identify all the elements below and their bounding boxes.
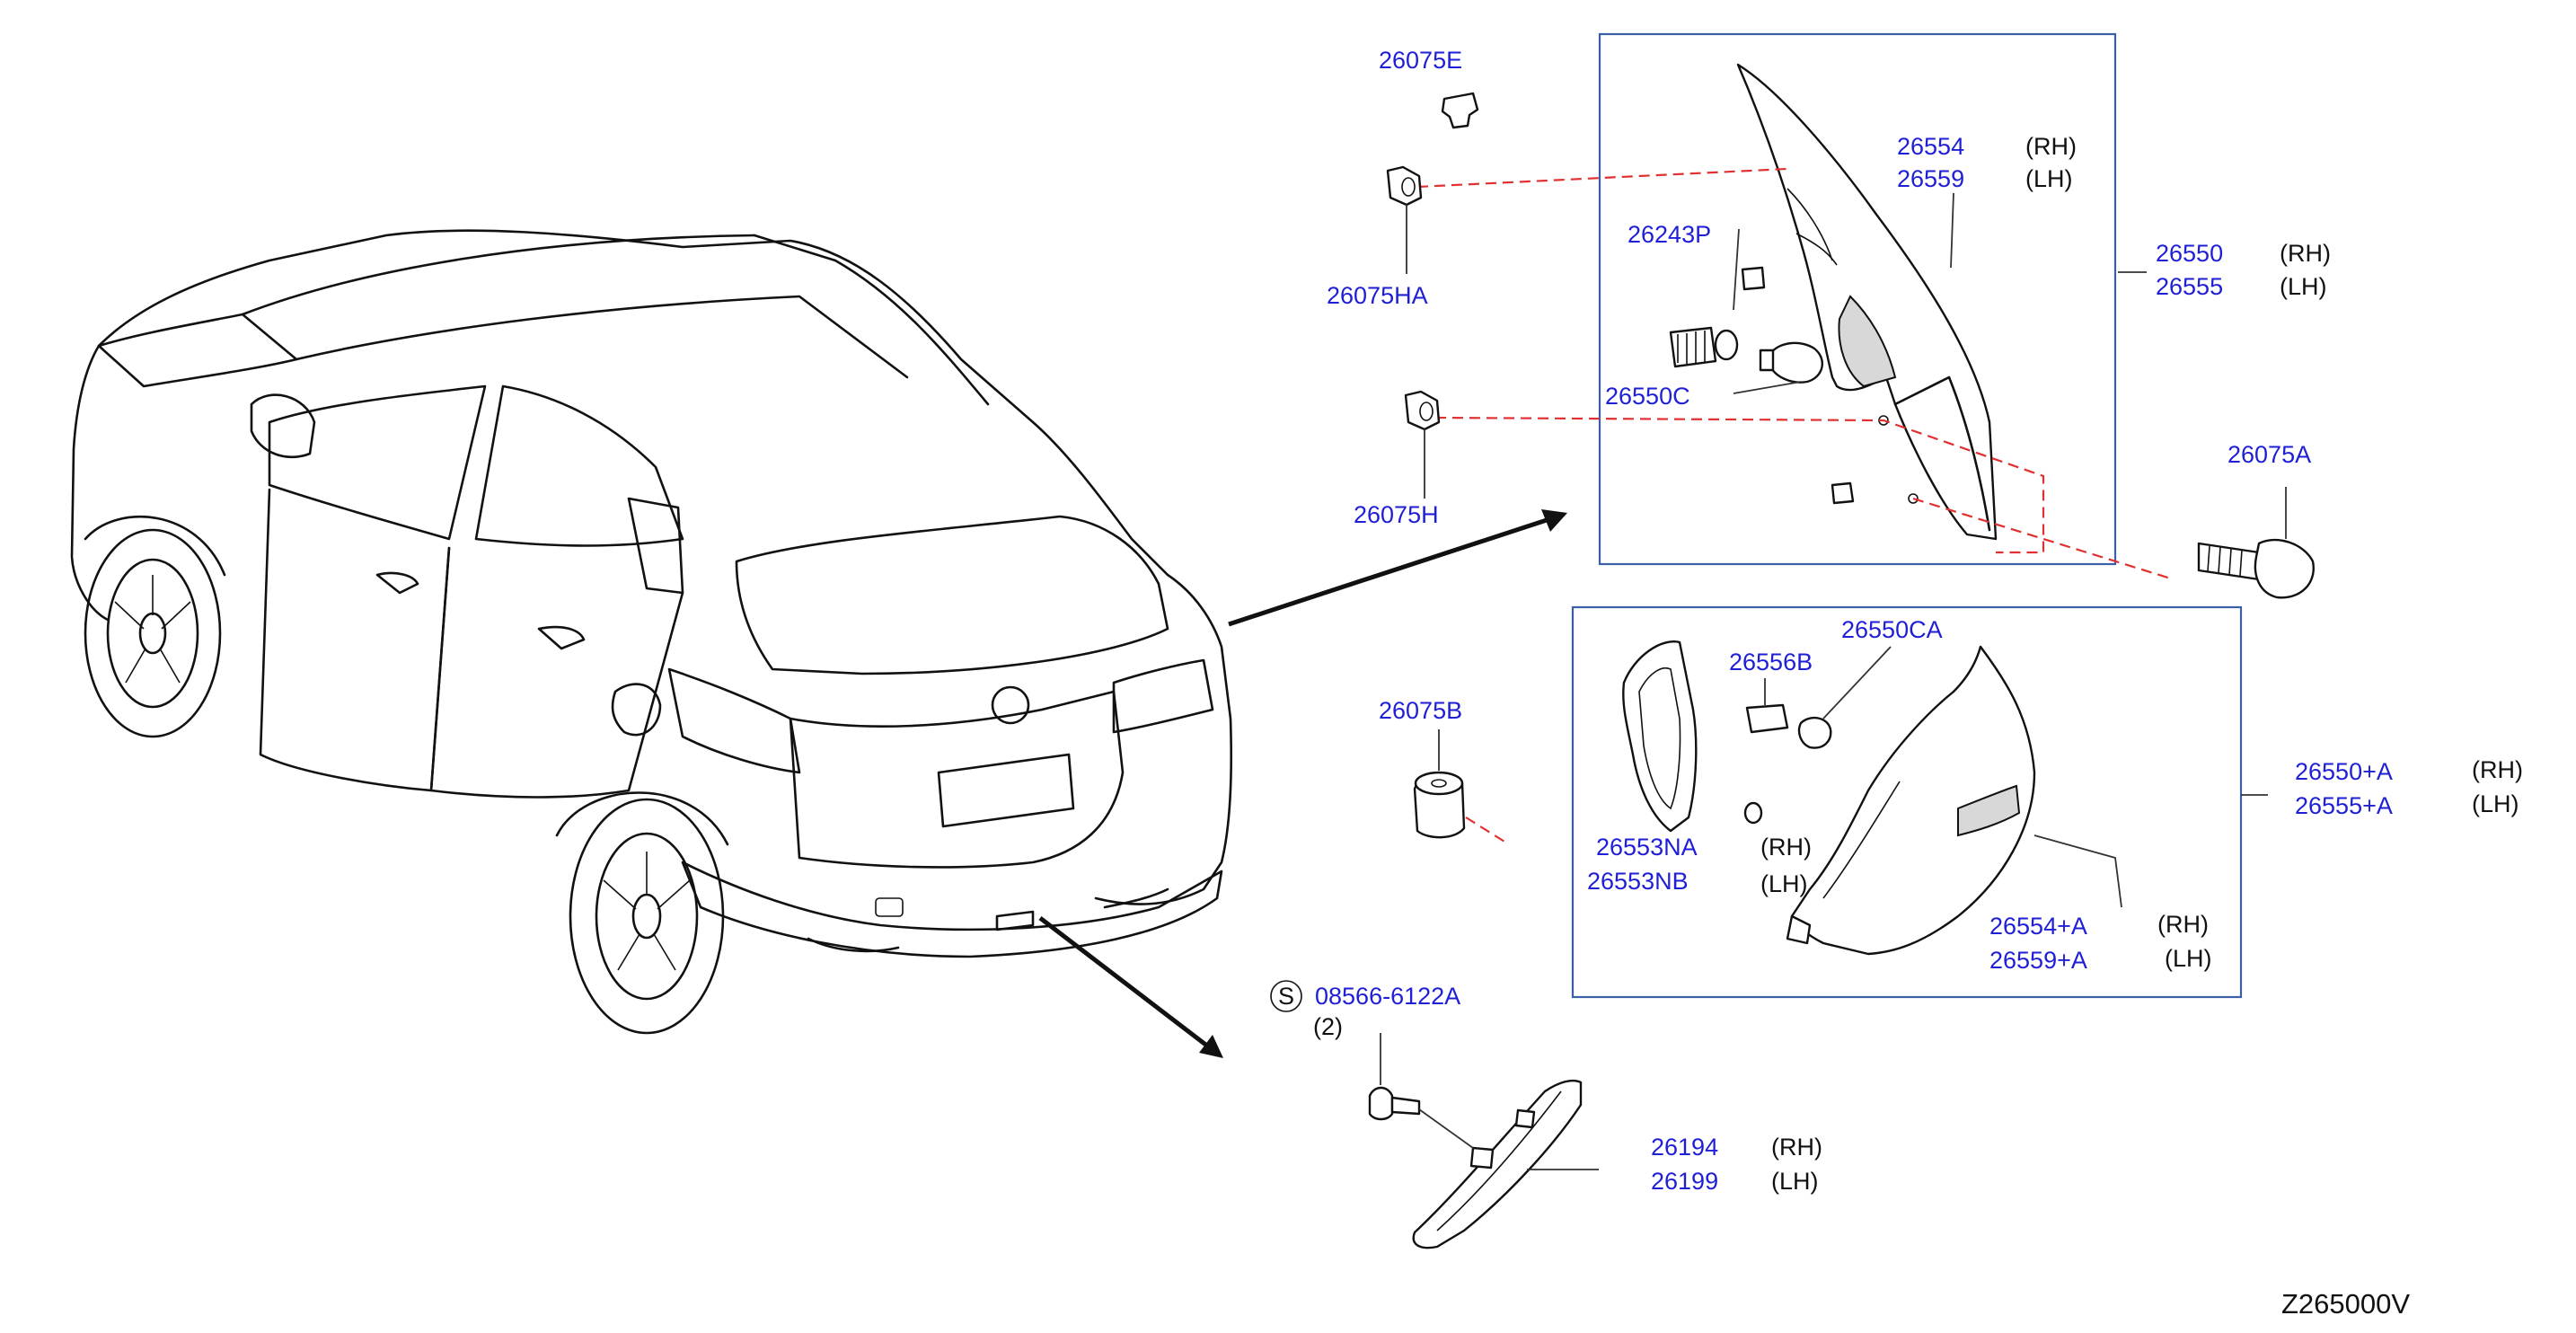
standard-part-symbol xyxy=(1270,980,1302,1012)
rear-combination-lamp xyxy=(1736,63,1998,541)
label-26559A: 26559+A xyxy=(1989,947,2087,974)
clip-26075E xyxy=(1441,92,1479,129)
label-26553NB: 26553NB xyxy=(1587,868,1689,895)
label-26194-side: (RH) xyxy=(1771,1134,1822,1161)
label-26554: 26554 xyxy=(1897,133,1964,160)
label-26550A: 26550+A xyxy=(2295,758,2393,785)
bulb-26550C xyxy=(1768,341,1824,384)
label-26553NA-side: (RH) xyxy=(1760,834,1812,861)
label-26555A-side: (LH) xyxy=(2472,790,2519,817)
grommet-26075H xyxy=(1404,390,1441,499)
label-26554-side: (RH) xyxy=(2025,133,2077,160)
label-26555-side: (LH) xyxy=(2280,273,2327,300)
label-26555A: 26555+A xyxy=(2295,792,2393,819)
label-26550CA: 26550CA xyxy=(1841,616,1943,643)
rear-wheel xyxy=(555,791,729,1035)
front-wheel xyxy=(84,515,226,738)
lamp-assembly-box xyxy=(1598,32,2117,566)
screw-26075A xyxy=(2197,487,2315,599)
rear-combination-lamp-group xyxy=(1416,32,2175,581)
label-26243P: 26243P xyxy=(1628,221,1711,248)
label-26555: 26555 xyxy=(2156,273,2223,300)
bulb-26550CA xyxy=(1797,716,1832,749)
label-08566-qty: (2) xyxy=(1313,1013,1343,1040)
label-26556B: 26556B xyxy=(1729,649,1813,675)
spacer-26075B xyxy=(1413,729,1510,845)
rear-combination-lamp-alt xyxy=(1790,645,2036,956)
lamp-assembly-alt-box xyxy=(1571,605,2243,999)
socket-26556B xyxy=(1745,703,1789,734)
vehicle-illustration xyxy=(70,229,1567,1058)
label-26194: 26194 xyxy=(1651,1134,1718,1161)
label-26550: 26550 xyxy=(2156,240,2223,267)
rear-combination-lamp-alt-group xyxy=(1571,605,2268,999)
screw-08566-6122A xyxy=(1368,1033,1474,1149)
label-26075B: 26075B xyxy=(1379,697,1462,724)
label-26075A: 26075A xyxy=(2228,441,2311,468)
label-26554A: 26554+A xyxy=(1989,913,2087,940)
label-26075E: 26075E xyxy=(1379,47,1462,74)
label-26550-side: (RH) xyxy=(2280,240,2331,267)
label-08566-6122A: 08566-6122A xyxy=(1315,983,1460,1010)
label-26554A-side: (RH) xyxy=(2157,911,2209,938)
callout-labels: 26075E 26075HA 26075H 26075B 26075A 2655… xyxy=(1278,47,2523,1320)
diagram-reference-id: Z265000V xyxy=(2281,1288,2410,1320)
rear-reflector xyxy=(1412,1079,1583,1249)
grommet-26075HA xyxy=(1386,165,1423,274)
label-26550A-side: (RH) xyxy=(2472,756,2523,783)
label-26075H: 26075H xyxy=(1354,501,1439,528)
rear-reflector-group xyxy=(1270,980,1599,1249)
label-26075HA: 26075HA xyxy=(1327,282,1428,309)
standard-part-symbol-letter: S xyxy=(1278,983,1294,1010)
label-26559-side: (LH) xyxy=(2025,165,2073,192)
label-26199: 26199 xyxy=(1651,1168,1718,1195)
label-26550C: 26550C xyxy=(1605,383,1690,410)
label-26553NB-side: (LH) xyxy=(1760,870,1808,897)
label-26559A-side: (LH) xyxy=(2165,945,2212,972)
label-26553NA: 26553NA xyxy=(1596,834,1698,861)
gasket-26553NA xyxy=(1622,640,1698,833)
label-26559: 26559 xyxy=(1897,165,1964,192)
label-26199-side: (LH) xyxy=(1771,1168,1819,1195)
